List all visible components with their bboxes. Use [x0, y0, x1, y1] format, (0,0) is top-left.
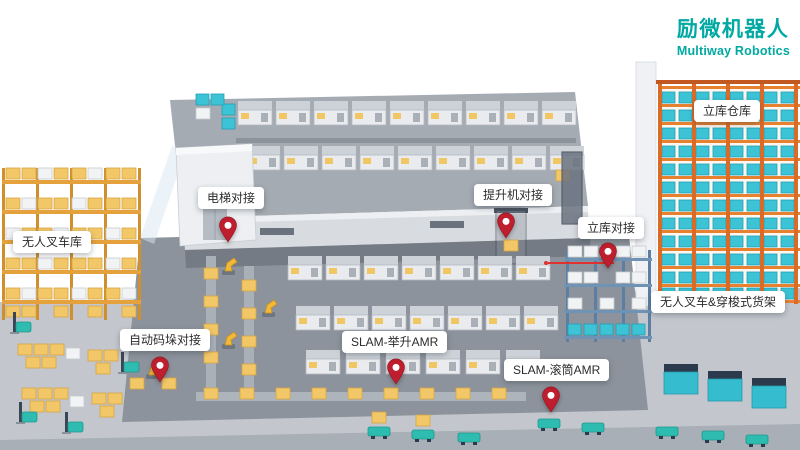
brand-logo-english: Multiway Robotics	[676, 44, 790, 58]
label-hoist-dock: 提升机对接	[474, 184, 553, 206]
location-pin-icon	[151, 356, 169, 383]
brand-logo-chinese: 励微机器人	[676, 18, 790, 41]
label-forklift-shuttle-rack: 无人叉车&穿梭式货架	[651, 291, 786, 313]
brand-logo: 励微机器人 Multiway Robotics	[677, 13, 790, 58]
glass-wall	[140, 146, 186, 244]
asrs-rack-right	[656, 80, 800, 304]
label-elevator-dock: 电梯对接	[198, 187, 265, 209]
production-lines	[129, 255, 559, 401]
label-forklift-warehouse: 无人叉车库	[13, 231, 92, 253]
location-pin-icon	[497, 212, 515, 239]
building-column	[635, 61, 657, 307]
label-slam-lift-amr: SLAM-举升AMR	[342, 331, 448, 353]
label-palletizing-dock: 自动码垛对接	[120, 329, 211, 351]
label-asrs-dock: 立库对接	[578, 217, 645, 239]
label-vertical-warehouse: 立库仓库	[694, 100, 761, 122]
lift-frame	[561, 151, 583, 225]
location-pin-icon	[387, 358, 405, 385]
label-slam-roller-amr: SLAM-滚筒AMR	[504, 359, 610, 381]
location-pin-icon	[599, 242, 617, 269]
location-pin-icon	[219, 216, 237, 243]
location-pin-icon	[542, 386, 560, 413]
